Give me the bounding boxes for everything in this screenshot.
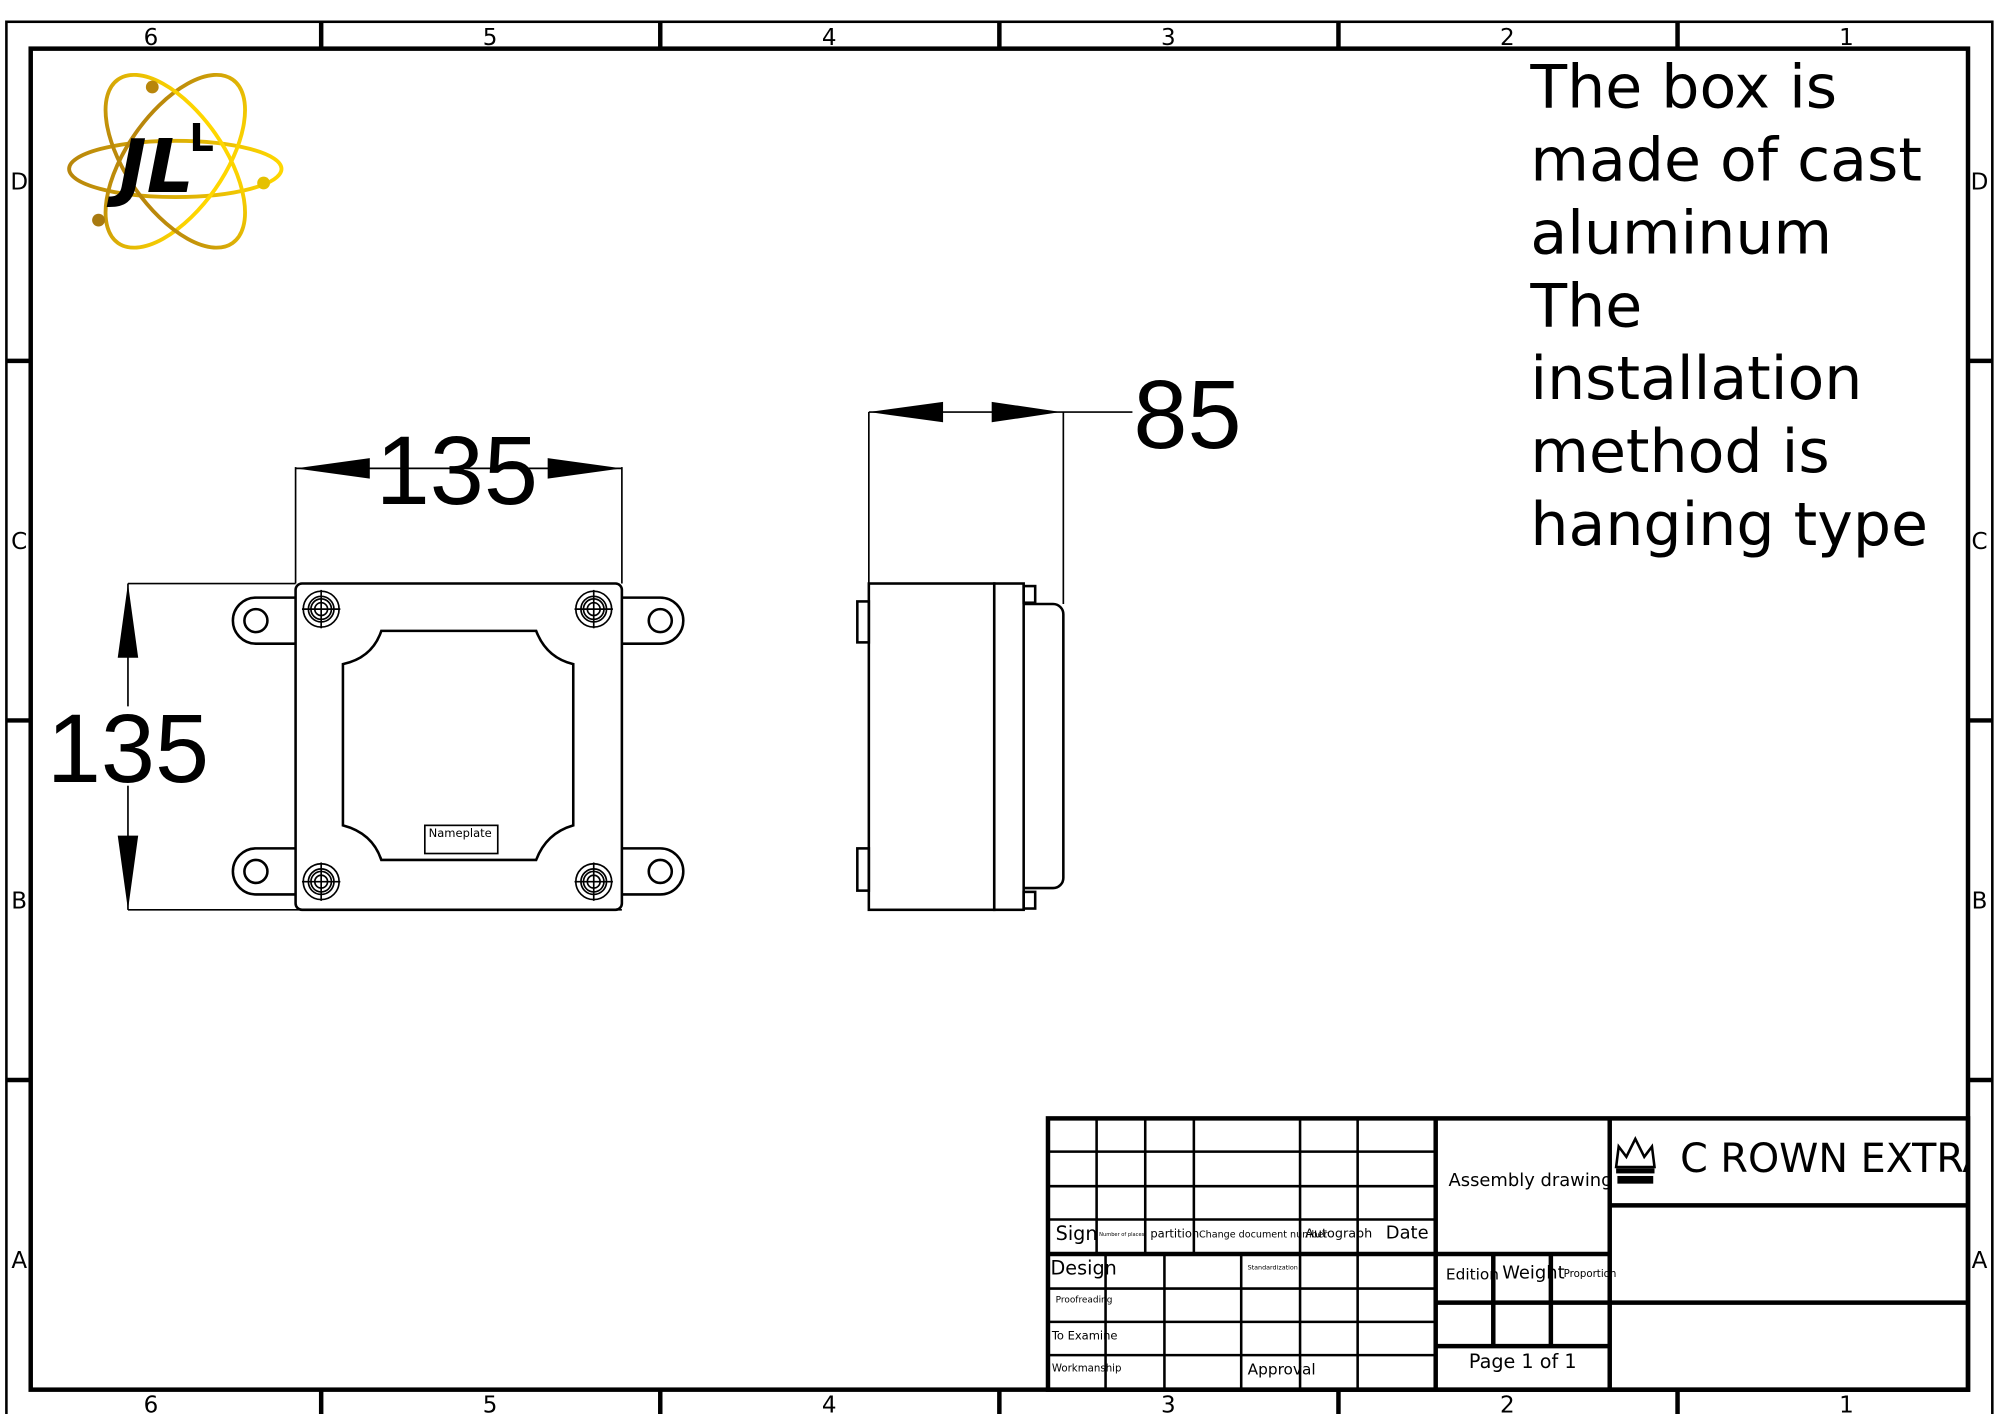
change-document-number-label: Change document number [1199,1229,1328,1240]
company-name: C ROWN EXTRA [1680,1136,1989,1182]
page-label: Page 1 of 1 [1469,1350,1577,1373]
width-dimension-value: 135 [376,416,538,525]
crown-logo-icon [1614,1136,1656,1184]
zone-col-6: 6 [144,25,159,51]
workmanship-label: Workmanship [1052,1364,1122,1375]
zone-col-2-bottom: 2 [1500,1393,1515,1414]
svg-text:L: L [189,116,213,161]
jll-logo: JL L [67,72,284,250]
standardization-label: Standardization [1248,1263,1298,1271]
drawing-type-label: Assembly drawing [1448,1170,1612,1191]
zone-row-d: D [10,169,28,195]
note-line: The box is [1529,53,1837,123]
logo-text: JL [106,123,194,210]
note-line: hanging type [1530,490,1928,560]
nameplate-label: Nameplate [429,826,492,840]
sign-label: Sign [1056,1222,1098,1245]
mounting-ears [231,596,685,896]
zone-col-1: 1 [1839,25,1854,51]
number-of-places-label: Number of places [1099,1232,1144,1238]
zone-row-a-right: A [1972,1248,1988,1274]
zone-col-5-bottom: 5 [483,1393,498,1414]
zone-col-4-bottom: 4 [822,1393,837,1414]
zone-col-5: 5 [483,25,498,51]
zone-col-3: 3 [1161,25,1176,51]
zone-col-6-bottom: 6 [144,1393,159,1414]
weight-label: Weight [1502,1262,1564,1283]
zone-row-c-right: C [1971,529,1987,555]
front-view: Nameplate 135 135 [47,416,685,912]
design-label: Design [1051,1256,1117,1279]
height-dimension-value: 135 [47,694,209,803]
date-label: Date [1386,1223,1429,1244]
sheet-frame [5,20,1994,1414]
note-line: installation [1530,344,1862,414]
cover-bolts [301,589,613,901]
zone-row-c: C [11,529,27,555]
note-line: The [1529,271,1642,341]
zone-row-b: B [11,889,27,915]
note-line: aluminum [1530,198,1832,268]
to-examine-label: To Examine [1051,1329,1118,1343]
zone-col-4: 4 [822,25,837,51]
proofreading-label: Proofreading [1056,1296,1113,1306]
zone-row-d-right: D [1971,169,1989,195]
note-line: made of cast [1530,125,1922,195]
partition-label: partition [1150,1226,1199,1240]
zone-labels: 6 5 4 3 2 1 6 5 4 3 2 1 D C B A D C B A [10,25,1988,1414]
depth-dimension [868,411,1133,604]
title-block: Sign Number of places partition Change d… [1045,1116,1989,1392]
proportion-label: Proportion [1564,1269,1617,1280]
zone-row-a: A [11,1248,27,1274]
zone-col-3-bottom: 3 [1161,1393,1176,1414]
nameplate-box [423,824,499,855]
autograph-label: Autograph [1305,1226,1372,1241]
note-line: method is [1530,417,1829,487]
zone-col-1-bottom: 1 [1839,1393,1854,1414]
zone-col-2: 2 [1500,25,1515,51]
depth-dimension-value: 85 [1133,360,1241,469]
zone-row-b-right: B [1972,889,1988,915]
notes: The box is made of cast aluminum The ins… [1529,53,1928,561]
cover-window [341,629,575,862]
edition-label: Edition [1446,1266,1499,1284]
approval-label: Approval [1248,1360,1316,1378]
side-view: 85 [856,360,1242,912]
